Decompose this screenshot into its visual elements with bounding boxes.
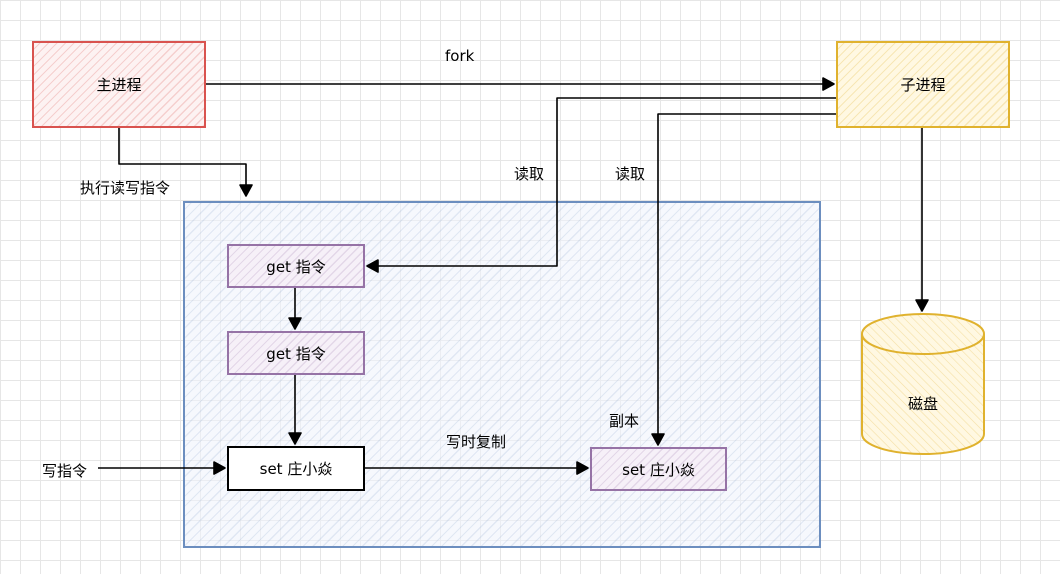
write-cmd-label: 写指令 [42, 462, 88, 480]
read-arrowhead-2 [651, 433, 665, 446]
copy-on-write-arrowhead [576, 461, 589, 475]
main-process-node: 主进程 [32, 41, 206, 128]
write-arrowhead [213, 461, 226, 475]
get-command-label-1: get 指令 [266, 257, 326, 276]
get-flow-arrowhead [288, 317, 302, 330]
fork-label: fork [445, 47, 475, 65]
read-label-2: 读取 [615, 165, 646, 183]
persist-arrowhead [915, 299, 929, 312]
replica-set-command-label: set 庄小焱 [622, 460, 695, 479]
exec-rw-label: 执行读写指令 [80, 179, 171, 197]
read-arrow-1 [376, 97, 836, 267]
copy-on-write-label: 写时复制 [446, 433, 507, 451]
get-command-node-1: get 指令 [227, 244, 365, 288]
set-command-label: set 庄小焱 [259, 460, 333, 478]
set-flow-arrowhead [288, 432, 302, 445]
child-process-label: 子进程 [900, 76, 946, 94]
set-command-node: set 庄小焱 [227, 446, 365, 491]
get-command-label-2: get 指令 [266, 344, 326, 363]
exec-arrow [118, 128, 247, 187]
disk-cylinder: 磁盘 [861, 313, 985, 455]
exec-arrowhead [239, 184, 253, 197]
main-process-label: 主进程 [96, 76, 142, 94]
read-arrow-2 [657, 113, 836, 436]
replica-set-command-node: set 庄小焱 [590, 447, 727, 491]
replica-label: 副本 [609, 412, 640, 430]
disk-label: 磁盘 [908, 395, 938, 413]
get-command-node-2: get 指令 [227, 331, 365, 375]
fork-arrowhead [822, 77, 835, 91]
read-label-1: 读取 [514, 165, 545, 183]
read-arrowhead-1 [366, 259, 379, 273]
child-process-node: 子进程 [836, 41, 1010, 128]
